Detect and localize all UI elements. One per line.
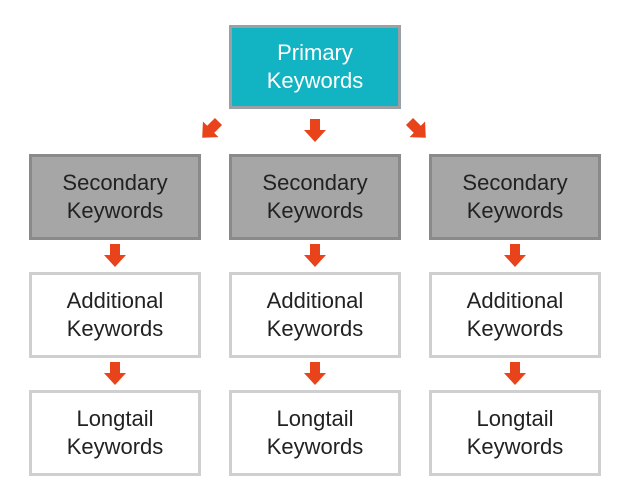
arrow-right-diagonal (401, 113, 434, 146)
secondary-keywords-box-3: Secondary Keywords (429, 154, 601, 240)
additional-keywords-box-1: Additional Keywords (29, 272, 201, 358)
arrow-col1-additional-to-longtail (104, 362, 126, 385)
secondary-keywords-box-1: Secondary Keywords (29, 154, 201, 240)
longtail-keywords-box-1: Longtail Keywords (29, 390, 201, 476)
additional-keywords-box-3: Additional Keywords (429, 272, 601, 358)
arrow-col3-additional-to-longtail (504, 362, 526, 385)
primary-keywords-box: Primary Keywords (229, 25, 401, 109)
arrow-col2-secondary-to-additional (304, 244, 326, 267)
additional-keywords-box-2: Additional Keywords (229, 272, 401, 358)
arrow-center-down (304, 119, 326, 142)
arrow-col1-secondary-to-additional (104, 244, 126, 267)
arrow-col3-secondary-to-additional (504, 244, 526, 267)
arrow-left-diagonal (194, 113, 227, 146)
longtail-keywords-box-3: Longtail Keywords (429, 390, 601, 476)
arrow-col2-additional-to-longtail (304, 362, 326, 385)
secondary-keywords-box-2: Secondary Keywords (229, 154, 401, 240)
longtail-keywords-box-2: Longtail Keywords (229, 390, 401, 476)
